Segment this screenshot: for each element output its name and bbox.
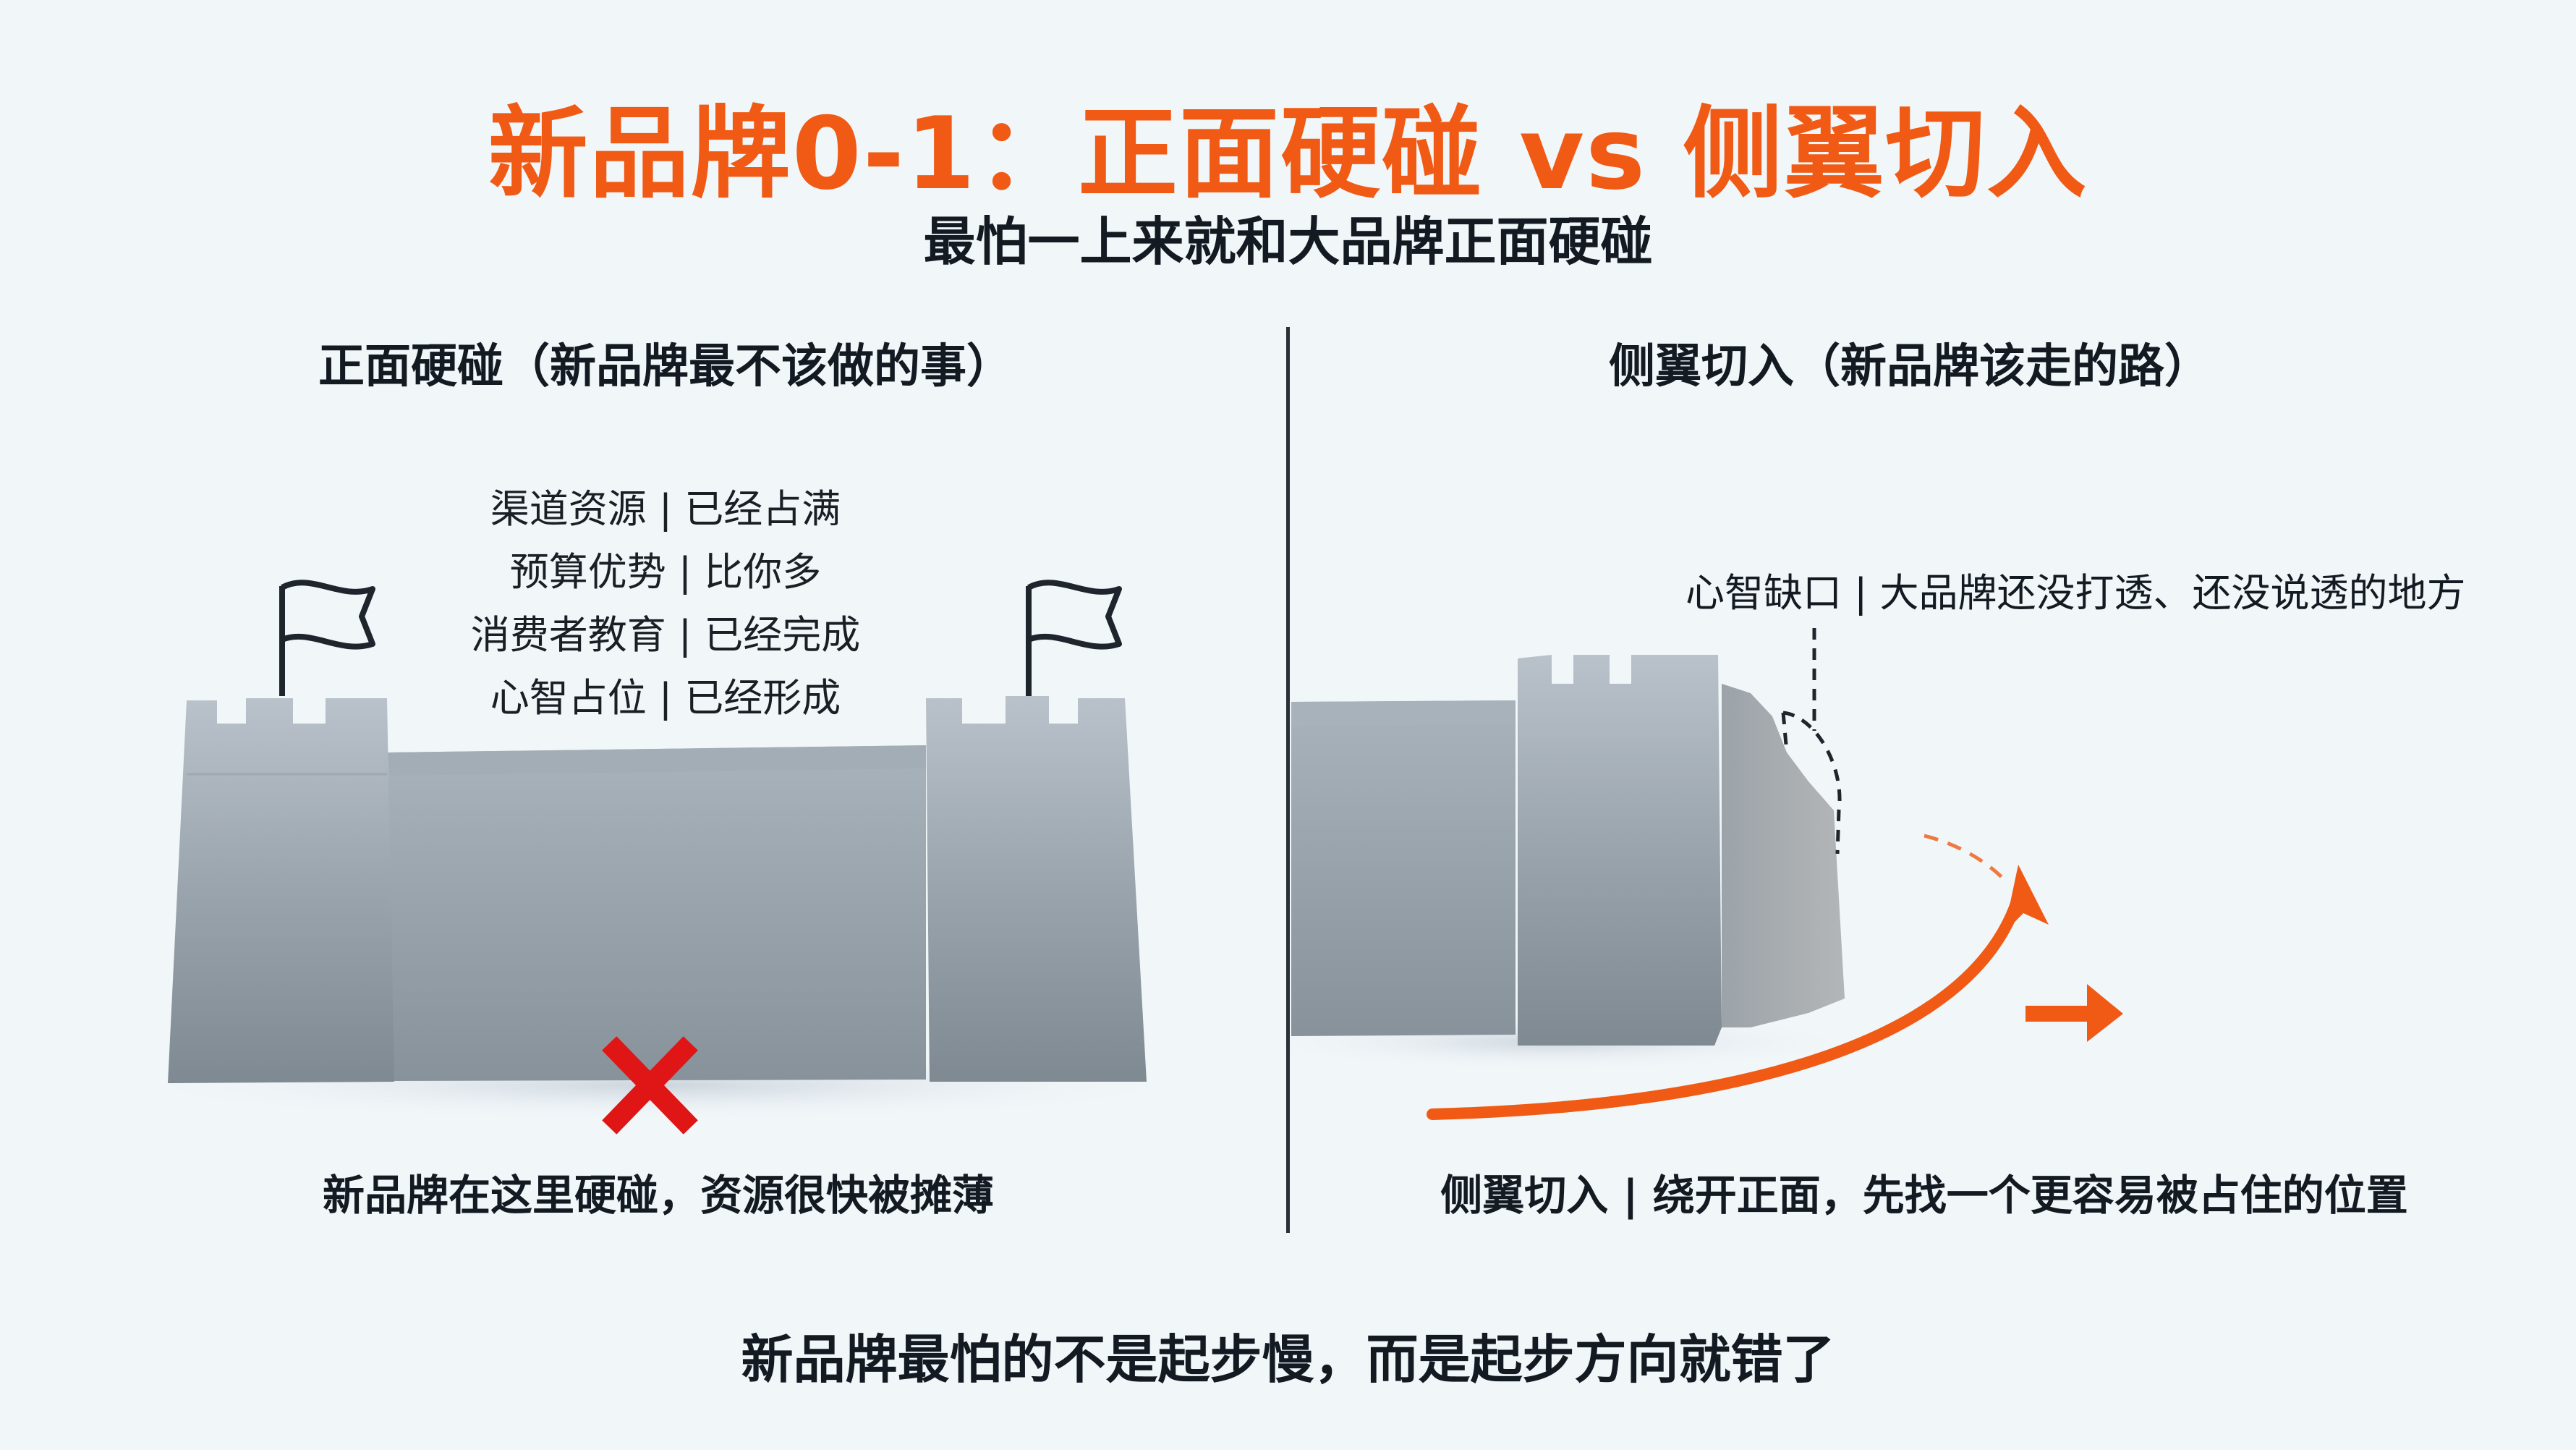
fact-item: 消费者教育 | 已经完成 bbox=[470, 612, 861, 658]
mind-gap-label: 心智缺口 | 大品牌还没打透、还没说透的地方 bbox=[1686, 570, 2466, 616]
flag-icon bbox=[279, 580, 375, 696]
flag-icon bbox=[1026, 580, 1122, 696]
conclusion-text: 新品牌最怕的不是起步慢，而是起步方向就错了 bbox=[741, 1329, 1835, 1390]
left-caption: 新品牌在这里硬碰，资源很快被摊薄 bbox=[322, 1171, 994, 1220]
fact-item: 心智占位 | 已经形成 bbox=[490, 675, 841, 721]
fact-item: 预算优势 | 比你多 bbox=[509, 549, 822, 595]
page-subtitle: 最怕一上来就和大品牌正面硬碰 bbox=[923, 211, 1653, 272]
right-section-heading: 侧翼切入（新品牌该走的路） bbox=[1609, 340, 2211, 394]
left-castle bbox=[109, 696, 1208, 1122]
left-section-heading: 正面硬碰（新品牌最不该做的事） bbox=[318, 340, 1013, 394]
vertical-divider bbox=[1286, 327, 1290, 1233]
page-title: 新品牌0-1：正面硬碰 vs 侧翼切入 bbox=[488, 96, 2088, 212]
fact-item: 渠道资源 | 已经占满 bbox=[490, 486, 841, 532]
red-x-icon bbox=[602, 1036, 698, 1135]
right-arrow-icon bbox=[2025, 984, 2123, 1042]
incumbent-advantages-list: 渠道资源 | 已经占满 预算优势 | 比你多 消费者教育 | 已经完成 心智占位… bbox=[311, 478, 1020, 729]
right-castle bbox=[1251, 655, 1859, 1071]
curved-arrow-icon bbox=[1427, 834, 2049, 1120]
right-caption: 侧翼切入 | 绕开正面，先找一个更容易被占住的位置 bbox=[1440, 1171, 2408, 1220]
dashed-circle-marker bbox=[1781, 628, 1842, 855]
